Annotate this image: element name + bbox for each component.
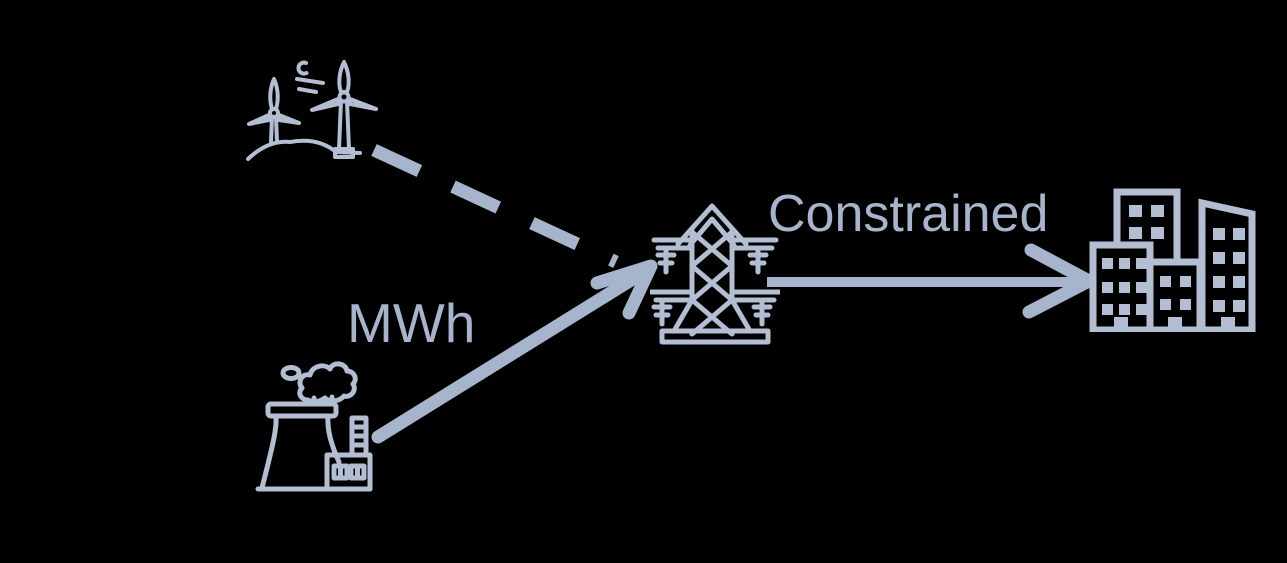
power-plant-icon [255, 361, 373, 492]
city-buildings-icon [1089, 188, 1256, 332]
smoke-cloud [297, 361, 358, 405]
constrained-label: Constrained [768, 185, 1049, 243]
transmission-tower-icon [650, 203, 780, 345]
edge-wind-to-tower-dashed-line [371, 144, 619, 268]
smoke-puff [280, 365, 302, 381]
edge-plant-to-tower-arrow [371, 259, 658, 444]
mwh-label: MWh [347, 292, 476, 354]
wind-swoosh-curl [296, 60, 309, 76]
hill-line [246, 138, 362, 161]
edge-tower-to-city-arrow [767, 243, 1096, 319]
wind-turbines-icon [246, 60, 378, 161]
